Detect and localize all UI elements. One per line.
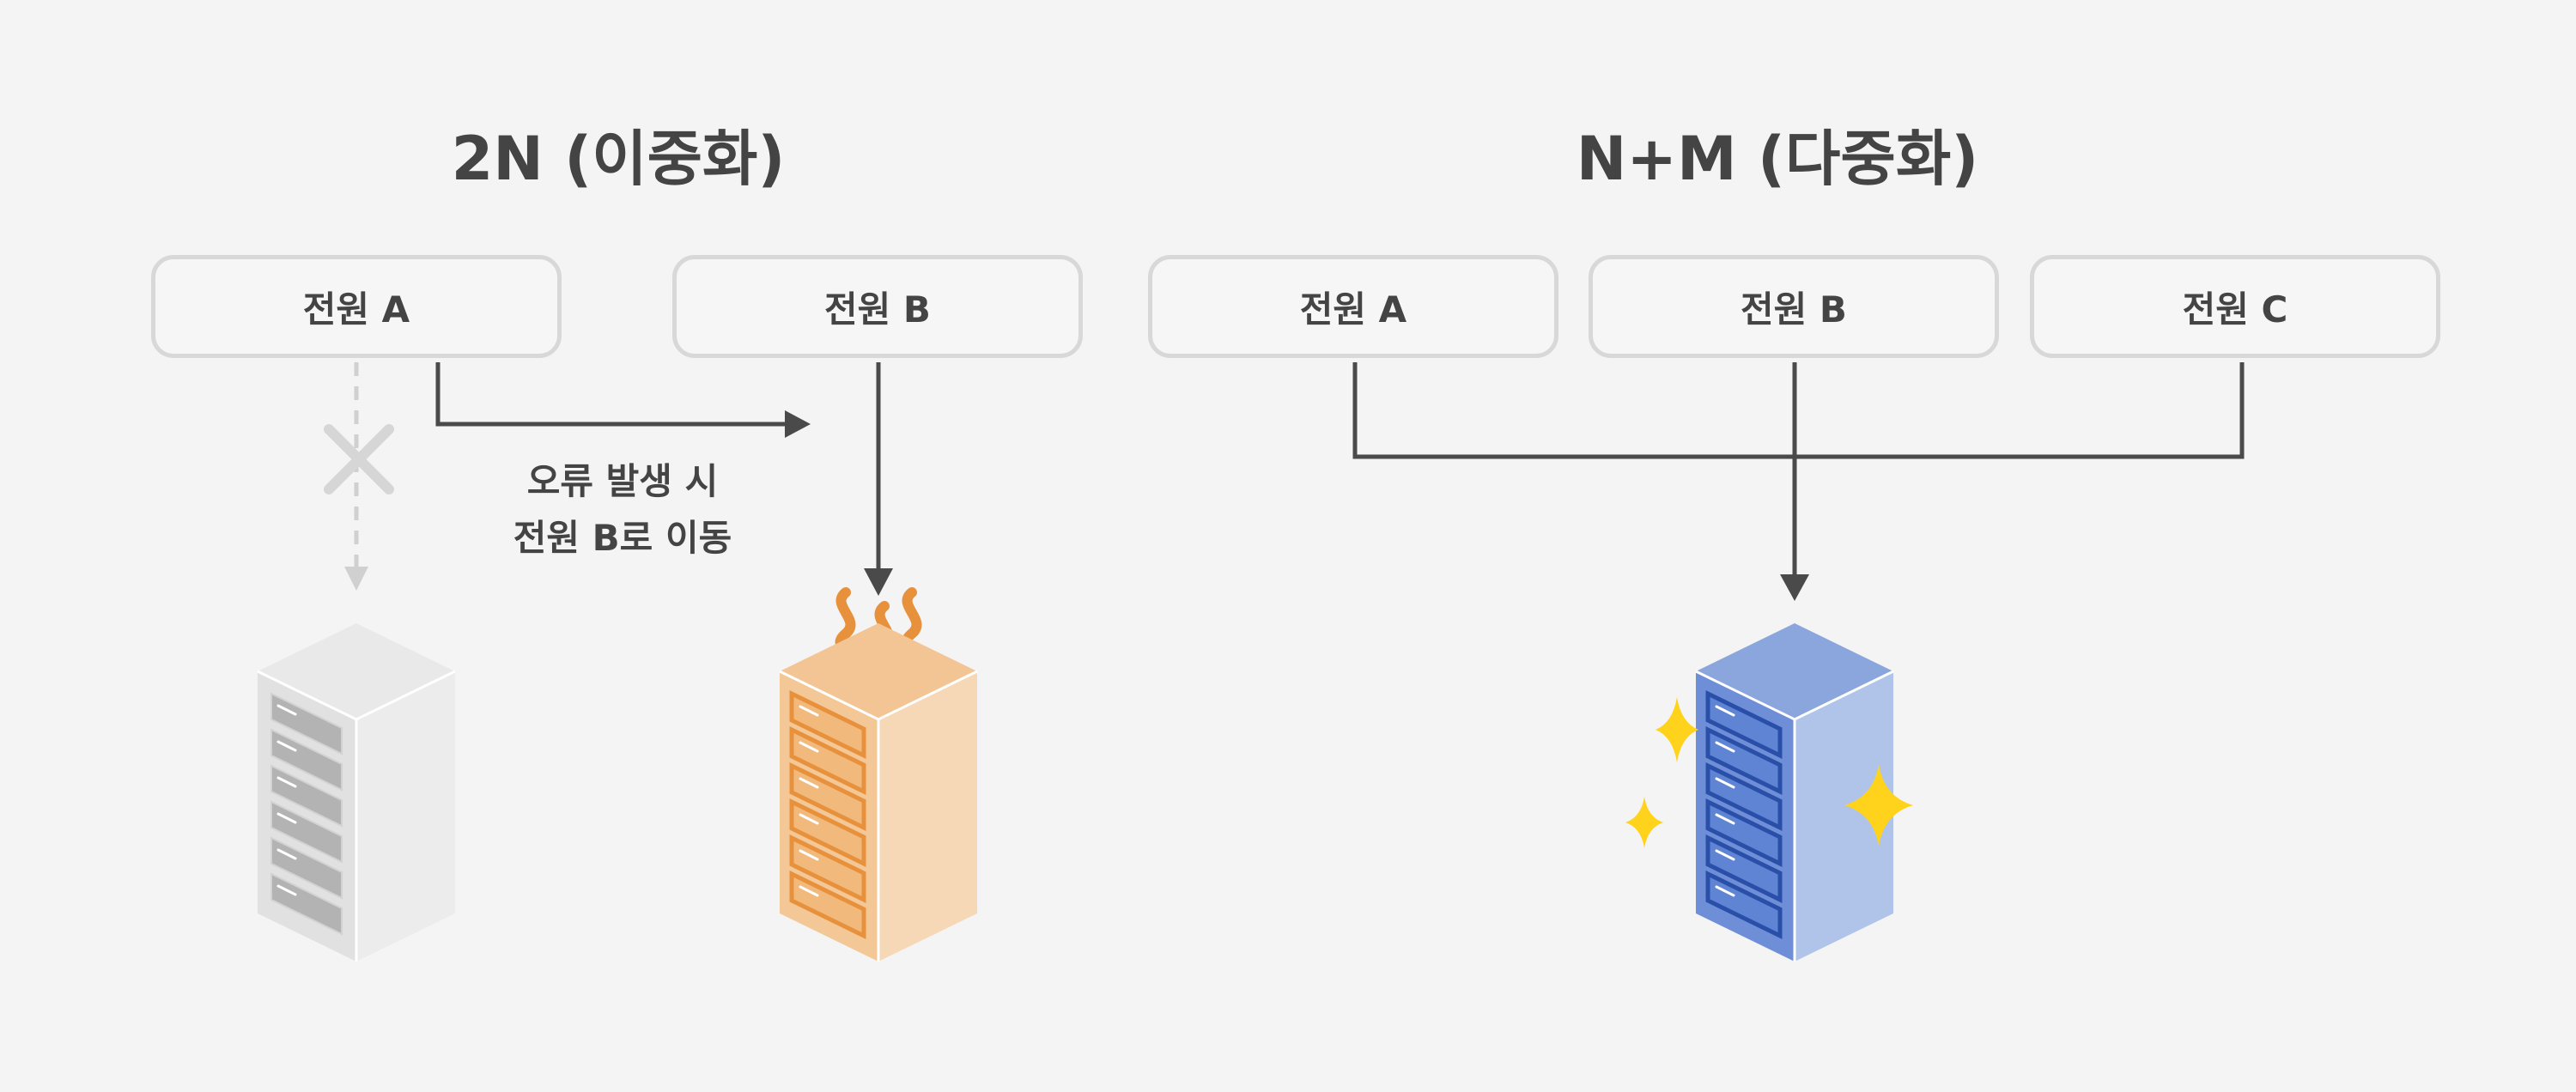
inactive-server-icon bbox=[257, 623, 456, 962]
dual-power-b-box: 전원 B bbox=[672, 255, 1083, 358]
multi-title: N+M (다중화) bbox=[1576, 124, 1979, 194]
dual-power-b-label: 전원 B bbox=[824, 288, 931, 331]
power-b-arrow bbox=[864, 362, 893, 596]
failure-x-icon bbox=[324, 424, 394, 494]
dual-power-a-label: 전원 A bbox=[302, 288, 410, 331]
multi-arrow-head bbox=[1780, 574, 1809, 601]
multi-power-c-box: 전원 C bbox=[2030, 255, 2440, 358]
active-server-icon bbox=[779, 623, 978, 962]
sparkle-icon bbox=[1656, 697, 1698, 762]
multi-power-c-label: 전원 C bbox=[2182, 288, 2288, 331]
failover-note-line1: 오류 발생 시 bbox=[526, 460, 719, 502]
multi-power-b-label: 전원 B bbox=[1741, 288, 1847, 331]
sparkle-icon bbox=[1844, 764, 1913, 846]
failover-arrow bbox=[435, 362, 811, 438]
multi-power-connections bbox=[1352, 362, 2245, 577]
multi-power-a-box: 전원 A bbox=[1148, 255, 1558, 358]
failover-note: 오류 발생 시 전원 B로 이동 bbox=[481, 453, 764, 567]
healthy-server-icon bbox=[1695, 623, 1894, 962]
multi-power-a-label: 전원 A bbox=[1299, 288, 1407, 331]
dual-title: 2N (이중화) bbox=[451, 124, 786, 194]
failover-note-line2: 전원 B로 이동 bbox=[513, 517, 732, 559]
multi-power-b-box: 전원 B bbox=[1589, 255, 1999, 358]
dual-power-a-box: 전원 A bbox=[151, 255, 562, 358]
sparkle-icon bbox=[1625, 797, 1663, 848]
